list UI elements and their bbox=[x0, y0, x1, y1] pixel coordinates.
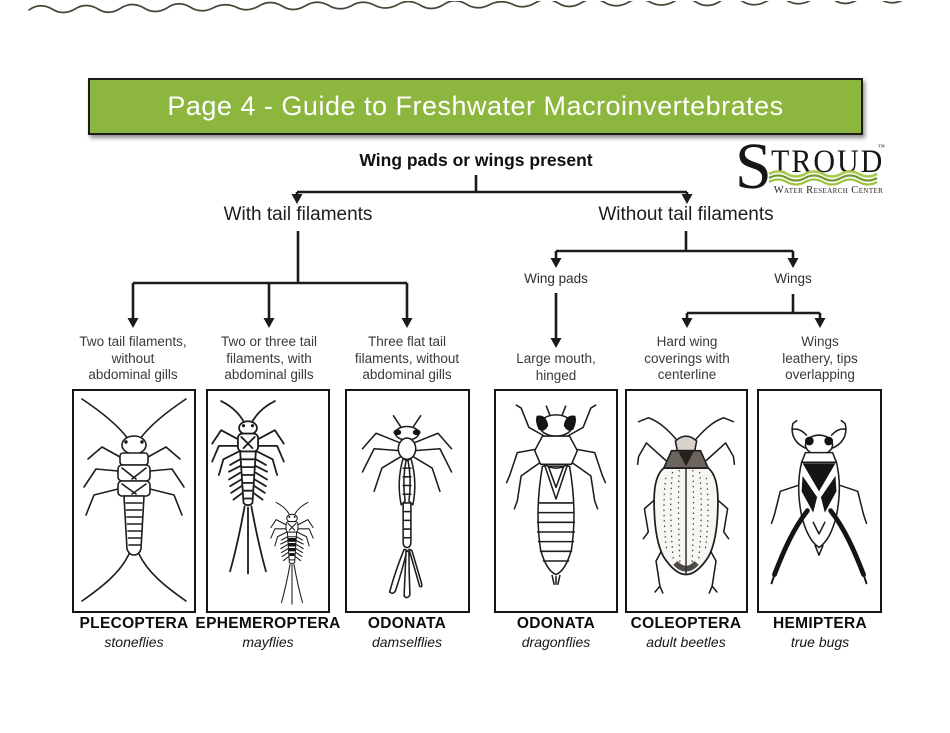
specimen-box-odonata-damselfly bbox=[345, 389, 470, 613]
common-name-stoneflies: stoneflies bbox=[104, 634, 164, 650]
stroud-logo: S TROUD ™ Water Research Center bbox=[735, 134, 887, 200]
criteria-coleoptera: Hard wing coverings with centerline bbox=[644, 334, 730, 382]
common-name-mayflies: mayflies bbox=[242, 634, 294, 650]
criteria-odonata-dragonfly: Large mouth, hinged bbox=[516, 351, 596, 383]
taxon-odonata-damselfly: ODONATA bbox=[367, 615, 447, 632]
specimen-box-hemiptera bbox=[757, 389, 882, 613]
branch-with-tail-filaments: With tail filaments bbox=[223, 204, 373, 225]
arrowheads bbox=[127, 194, 826, 348]
criteria-ephemeroptera: Two or three tail filaments, with abdomi… bbox=[220, 334, 318, 382]
page-title-banner: Page 4 - Guide to Freshwater Macroinvert… bbox=[88, 78, 863, 135]
trademark-symbol: ™ bbox=[878, 143, 885, 151]
specimen-box-ephemeroptera bbox=[206, 389, 330, 613]
stonefly-icon bbox=[81, 398, 187, 602]
taxon-coleoptera: COLEOPTERA bbox=[630, 615, 742, 632]
true-bug-icon bbox=[770, 419, 868, 585]
logo-wordmark: TROUD bbox=[771, 144, 885, 180]
mayfly-icon bbox=[211, 400, 314, 605]
specimen-box-coleoptera bbox=[625, 389, 748, 613]
common-name-dragonflies: dragonflies bbox=[521, 634, 591, 650]
page-title: Page 4 - Guide to Freshwater Macroinvert… bbox=[167, 91, 784, 121]
logo-waves-icon bbox=[768, 170, 878, 186]
dragonfly-icon bbox=[505, 404, 607, 585]
top-wave-decoration bbox=[28, 1, 903, 14]
logo-initial: S bbox=[735, 130, 772, 203]
tree-root-label: Wing pads or wings present bbox=[359, 150, 593, 170]
taxon-plecoptera: PLECOPTERA bbox=[79, 615, 189, 632]
taxon-ephemeroptera: EPHEMEROPTERA bbox=[195, 615, 341, 632]
taxon-odonata-dragonfly: ODONATA bbox=[516, 615, 596, 632]
taxon-hemiptera: HEMIPTERA bbox=[773, 615, 867, 632]
node-wing-pads: Wing pads bbox=[524, 271, 588, 286]
common-name-damselflies: damselflies bbox=[371, 634, 443, 650]
branch-without-tail-filaments: Without tail filaments bbox=[598, 204, 774, 225]
criteria-hemiptera: Wings leathery, tips overlapping bbox=[782, 334, 858, 382]
criteria-plecoptera: Two tail filaments, without abdominal gi… bbox=[79, 334, 187, 382]
node-wings: Wings bbox=[774, 271, 812, 286]
beetle-icon bbox=[636, 417, 736, 594]
common-name-adult-beetles: adult beetles bbox=[646, 634, 726, 650]
specimen-box-odonata-dragonfly bbox=[494, 389, 618, 613]
common-name-true-bugs: true bugs bbox=[790, 634, 850, 650]
specimen-box-plecoptera bbox=[72, 389, 196, 613]
damselfly-icon bbox=[361, 415, 453, 599]
criteria-odonata-damselfly: Three flat tail filaments, without abdom… bbox=[354, 334, 460, 382]
logo-subtitle: Water Research Center bbox=[773, 185, 884, 196]
